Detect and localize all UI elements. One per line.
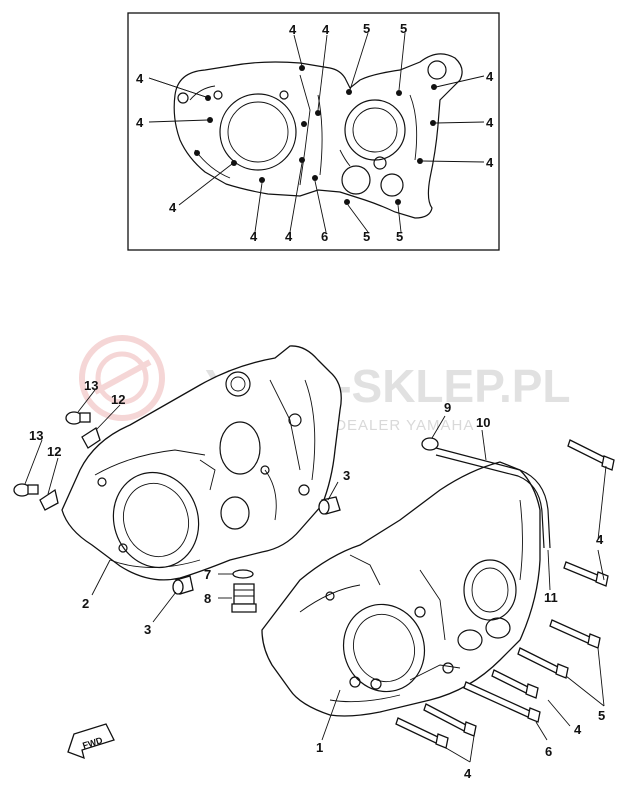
inset-callout: 4 bbox=[285, 229, 293, 244]
case-bolt bbox=[491, 669, 539, 699]
callout-drain-bolt: 8 bbox=[204, 591, 211, 606]
inset-crank-bore-inner bbox=[352, 107, 398, 153]
callout-bolt: 5 bbox=[598, 708, 605, 723]
inset-callout: 6 bbox=[321, 229, 328, 244]
inset-cylinder-bore-inner bbox=[227, 101, 289, 163]
inset-bearing-left bbox=[341, 165, 371, 195]
inset-callout: 4 bbox=[486, 155, 494, 170]
inset-boss-top-right bbox=[427, 60, 447, 80]
inset-callout: 4 bbox=[250, 229, 258, 244]
inset-callout: 4 bbox=[486, 115, 494, 130]
case-bolt bbox=[517, 647, 569, 679]
inset-callout: 5 bbox=[396, 229, 403, 244]
clip-screw-lower bbox=[13, 483, 59, 511]
dowel-pin-right bbox=[318, 496, 341, 515]
callout-left-case: 2 bbox=[82, 596, 89, 611]
callout-screw: 13 bbox=[84, 378, 98, 393]
inset-crank-bore bbox=[344, 99, 406, 161]
inset-callout: 4 bbox=[322, 22, 330, 37]
right-crankcase-half bbox=[261, 461, 541, 717]
clip-screw-upper bbox=[65, 411, 101, 449]
case-bolt bbox=[423, 703, 477, 737]
callout-dowel-pin: 3 bbox=[343, 468, 350, 483]
case-bolt bbox=[567, 439, 615, 471]
case-bolt bbox=[563, 561, 609, 587]
dowel-pin-lower bbox=[172, 575, 194, 595]
callout-breather-pipe: 10 bbox=[476, 415, 490, 430]
callout-bolt-6: 6 bbox=[545, 744, 552, 759]
callout-dowel-pin: 3 bbox=[144, 622, 151, 637]
inset-callout: 5 bbox=[400, 21, 407, 36]
inset-frame bbox=[127, 12, 500, 251]
callout-clip: 12 bbox=[47, 444, 61, 459]
inset-cylinder-bore bbox=[219, 93, 297, 171]
leader-lines bbox=[24, 389, 607, 763]
case-bolt bbox=[395, 717, 449, 749]
gasket-washer bbox=[232, 569, 254, 579]
fwd-arrow-icon: FWD bbox=[67, 723, 115, 760]
inset-callout: 5 bbox=[363, 229, 370, 244]
left-crankcase-half bbox=[61, 345, 342, 581]
inset-left-case bbox=[173, 53, 463, 219]
inset-view: 4 4 5 5 4 4 4 4 4 4 4 4 6 5 5 bbox=[127, 12, 500, 251]
callout-clamp: 11 bbox=[544, 590, 558, 605]
inset-callout: 4 bbox=[169, 200, 177, 215]
inset-callout: 4 bbox=[289, 22, 297, 37]
callout-bolt: 4 bbox=[574, 722, 582, 737]
callout-clip: 12 bbox=[111, 392, 125, 407]
inset-callout: 4 bbox=[136, 115, 144, 130]
breather-pipe bbox=[421, 437, 551, 549]
callout-breather-fitting: 9 bbox=[444, 400, 451, 415]
callout-screw: 13 bbox=[29, 428, 43, 443]
callout-right-case: 1 bbox=[316, 740, 323, 755]
watermark-logo-icon bbox=[79, 335, 165, 421]
drain-bolt bbox=[231, 583, 257, 613]
callout-bolt: 4 bbox=[596, 532, 604, 547]
inset-callout: 4 bbox=[136, 71, 144, 86]
case-bolt bbox=[549, 619, 601, 649]
inset-callout: 5 bbox=[363, 21, 370, 36]
case-bolt bbox=[463, 681, 541, 723]
inset-bearing-right bbox=[380, 173, 404, 197]
inset-callout: 4 bbox=[486, 69, 494, 84]
callout-bolt: 4 bbox=[464, 766, 472, 781]
callout-washer: 7 bbox=[204, 567, 211, 582]
